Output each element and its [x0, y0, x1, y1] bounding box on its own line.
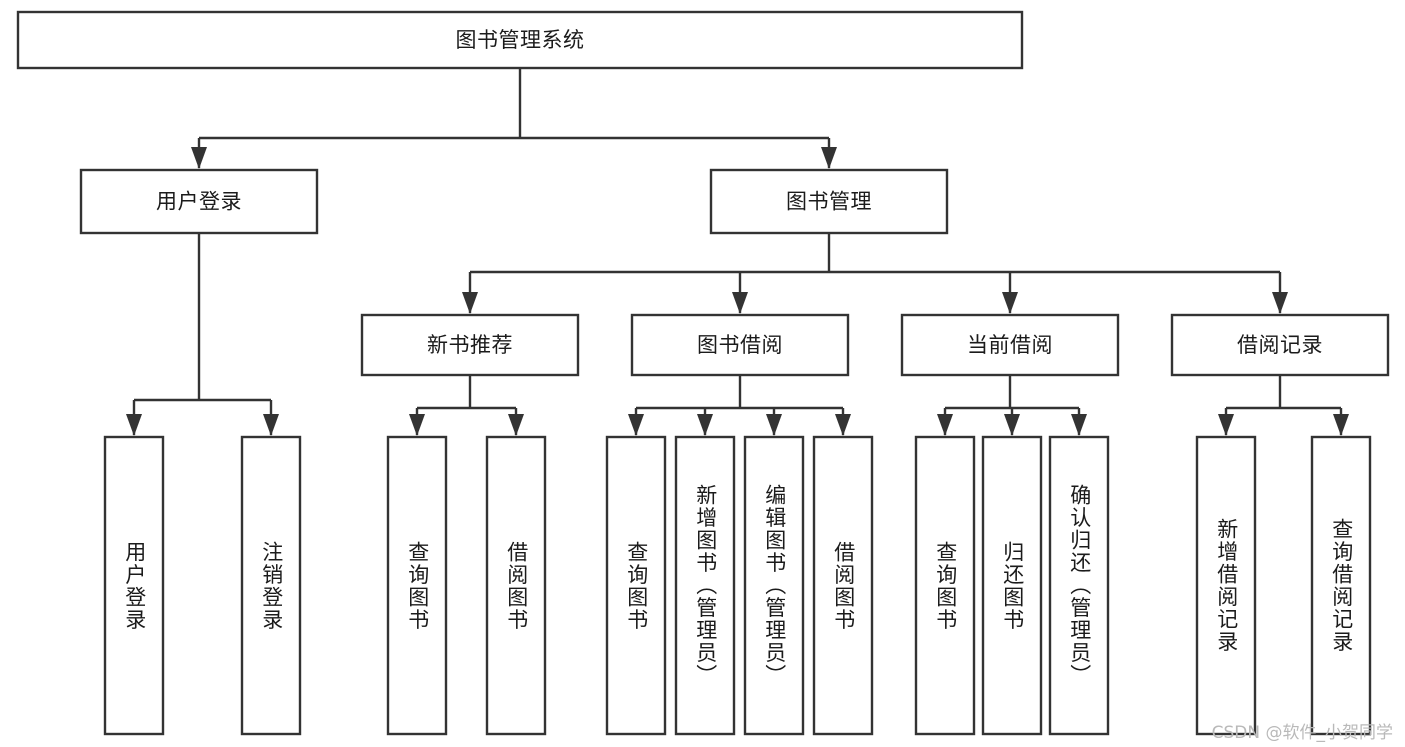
- leaf-box-3[interactable]: [485, 435, 547, 736]
- arrow-head-icon: [835, 414, 851, 436]
- leaf-box-1[interactable]: [240, 435, 302, 736]
- leaf-box-6[interactable]: [743, 435, 805, 736]
- arrow-head-icon: [937, 414, 953, 436]
- connector-group: [462, 233, 1288, 314]
- level2-box-0[interactable]: [79, 168, 319, 235]
- level3-box-3[interactable]: [1170, 313, 1390, 377]
- level3-label-3: 借阅记录: [1237, 333, 1323, 357]
- level2-label-0: 用户登录: [156, 190, 242, 214]
- arrow-head-icon: [126, 414, 142, 436]
- root-box-0[interactable]: [16, 10, 1024, 70]
- arrow-head-icon: [766, 414, 782, 436]
- leaf-box-8[interactable]: [914, 435, 976, 736]
- arrow-head-icon: [191, 147, 207, 169]
- arrow-head-icon: [697, 414, 713, 436]
- leaf-box-0[interactable]: [103, 435, 165, 736]
- level2-box-1[interactable]: [709, 168, 949, 235]
- arrow-head-icon: [462, 292, 478, 314]
- arrow-head-icon: [1002, 292, 1018, 314]
- level3-box-1[interactable]: [630, 313, 850, 377]
- level3-label-2: 当前借阅: [967, 333, 1053, 357]
- arrow-head-icon: [409, 414, 425, 436]
- connector-group: [126, 233, 279, 436]
- watermark-text: CSDN @软件_小贺同学: [1211, 723, 1393, 743]
- connector-group: [191, 68, 837, 169]
- level3-label-1: 图书借阅: [697, 333, 783, 357]
- leaf-box-7[interactable]: [812, 435, 874, 736]
- connector-group: [937, 375, 1087, 436]
- level3-box-0[interactable]: [360, 313, 580, 377]
- leaf-box-12[interactable]: [1310, 435, 1372, 736]
- connector-group: [1218, 375, 1349, 436]
- arrow-head-icon: [821, 147, 837, 169]
- arrow-head-icon: [508, 414, 524, 436]
- level3-box-2[interactable]: [900, 313, 1120, 377]
- arrow-head-icon: [628, 414, 644, 436]
- leaf-box-2[interactable]: [386, 435, 448, 736]
- connectors-layer: [126, 68, 1349, 436]
- arrow-head-icon: [732, 292, 748, 314]
- arrow-head-icon: [1218, 414, 1234, 436]
- leaf-box-4[interactable]: [605, 435, 667, 736]
- leaf-box-5[interactable]: [674, 435, 736, 736]
- leaf-box-11[interactable]: [1195, 435, 1257, 736]
- connector-group: [409, 375, 524, 436]
- root-label-0: 图书管理系统: [456, 28, 585, 52]
- arrow-head-icon: [1272, 292, 1288, 314]
- arrow-head-icon: [1071, 414, 1087, 436]
- arrow-head-icon: [1333, 414, 1349, 436]
- leaf-box-9[interactable]: [981, 435, 1043, 736]
- boxes-layer: [16, 10, 1390, 736]
- level2-label-1: 图书管理: [786, 190, 872, 214]
- level3-label-0: 新书推荐: [427, 333, 513, 357]
- connector-group: [628, 375, 851, 436]
- arrow-head-icon: [263, 414, 279, 436]
- leaf-box-10[interactable]: [1048, 435, 1110, 736]
- arrow-head-icon: [1004, 414, 1020, 436]
